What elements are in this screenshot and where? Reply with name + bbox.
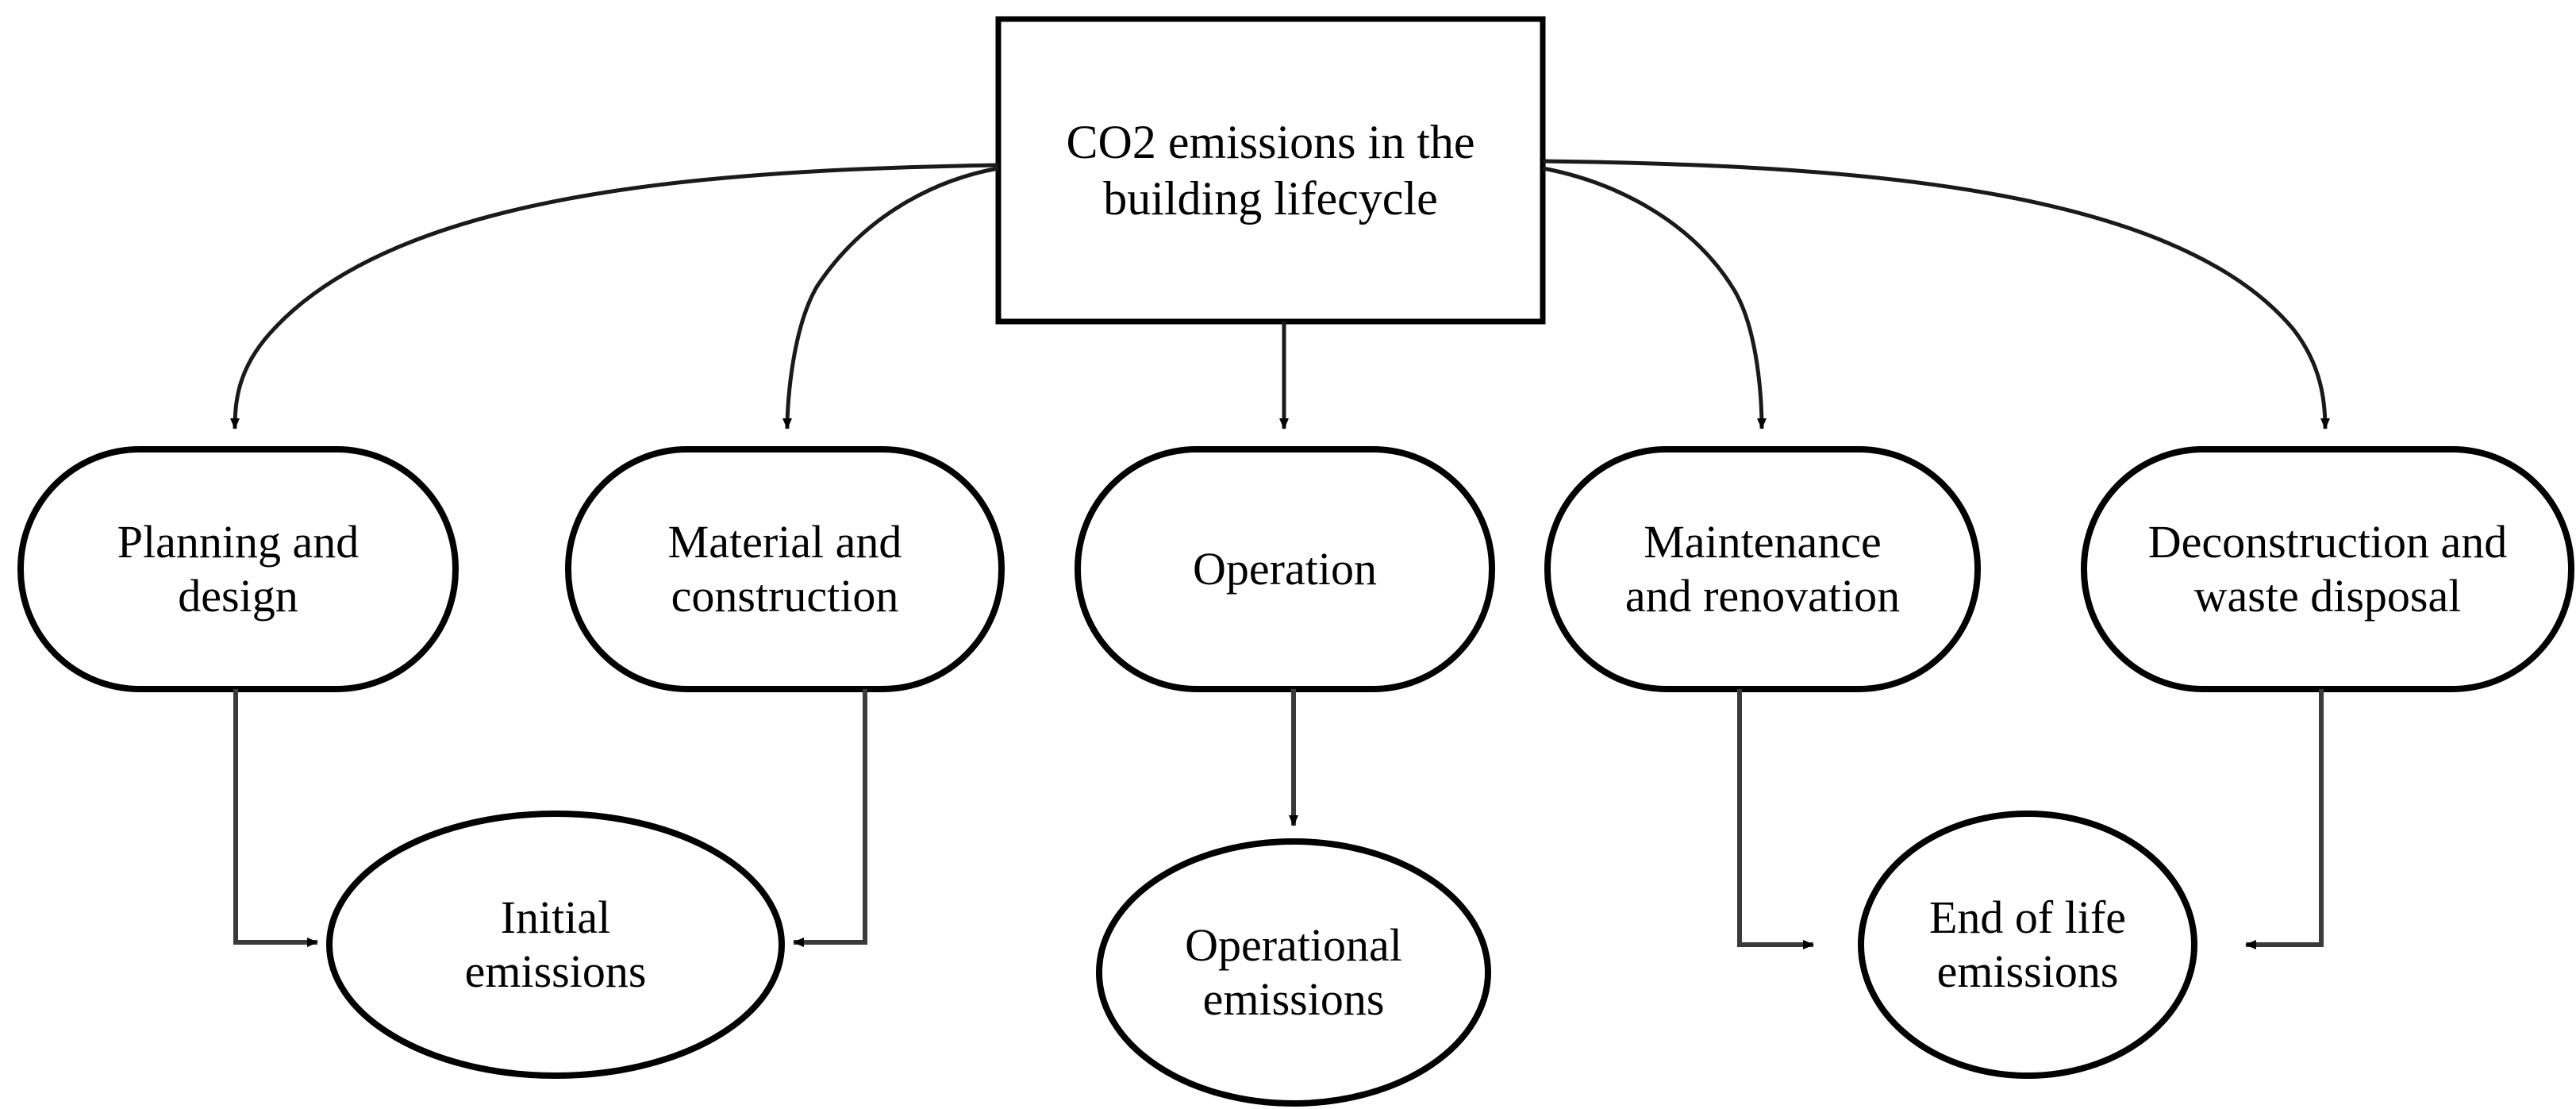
stage-node-shape-deconstruction-and-waste-disposal[interactable] <box>2081 446 2574 692</box>
root-node-shape[interactable] <box>995 16 1546 325</box>
edge-maintenance-and-renovation-to-end-of-life-emissions <box>1737 689 1814 949</box>
edge-root-to-planning-and-design <box>230 163 999 429</box>
stage-node-shape-planning-and-design[interactable] <box>17 446 459 692</box>
edge-root-to-maintenance-and-renovation <box>1542 166 1767 429</box>
stage-node-shape-maintenance-and-renovation[interactable] <box>1544 446 1981 692</box>
edge-planning-and-design-to-initial-emissions <box>233 689 318 947</box>
outcome-node-shape-initial-emissions[interactable] <box>326 811 785 1079</box>
stage-node-shape-material-and-construction[interactable] <box>565 446 1005 692</box>
edge-deconstruction-and-waste-disposal-to-end-of-life-emissions <box>2245 689 2324 949</box>
stage-node-shape-operation[interactable] <box>1075 446 1495 692</box>
edge-root-to-deconstruction-and-waste-disposal <box>1542 159 2330 429</box>
edge-root-to-material-and-construction <box>782 166 999 429</box>
outcome-node-shape-operational-emissions[interactable] <box>1096 838 1491 1107</box>
edge-material-and-construction-to-initial-emissions <box>793 689 867 947</box>
outcome-node-shape-end-of-life-emissions[interactable] <box>1858 811 2197 1079</box>
